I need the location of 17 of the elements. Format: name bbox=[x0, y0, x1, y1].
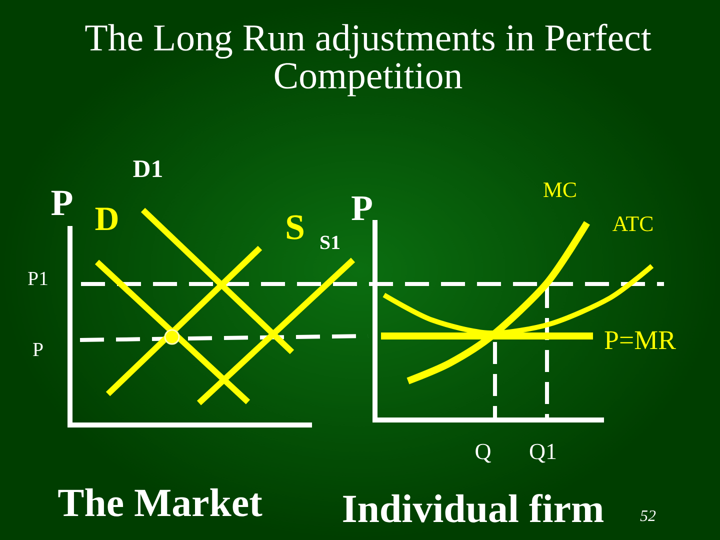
curve-label: ATC bbox=[612, 216, 652, 232]
curve-label: D1 bbox=[133, 160, 162, 178]
page-number: 52 bbox=[640, 510, 656, 522]
axis-label: P bbox=[352, 196, 372, 220]
panel-caption: The Market bbox=[58, 488, 262, 516]
title: The Long Run adjustments in Perfect Competition bbox=[85, 24, 652, 96]
curve-label: P=MR bbox=[604, 331, 676, 349]
curve-label: S1 bbox=[320, 236, 340, 250]
curve-label: D bbox=[95, 208, 118, 230]
price-label: P bbox=[33, 342, 43, 356]
panel-caption: Individual firm bbox=[343, 494, 604, 522]
price-label: P1 bbox=[28, 272, 48, 285]
quantity-label: Q1 bbox=[530, 444, 556, 463]
quantity-label: Q bbox=[476, 444, 491, 463]
axis-label: P bbox=[51, 190, 72, 215]
curve-label: S bbox=[286, 215, 304, 240]
curve-label: MC bbox=[544, 182, 576, 198]
